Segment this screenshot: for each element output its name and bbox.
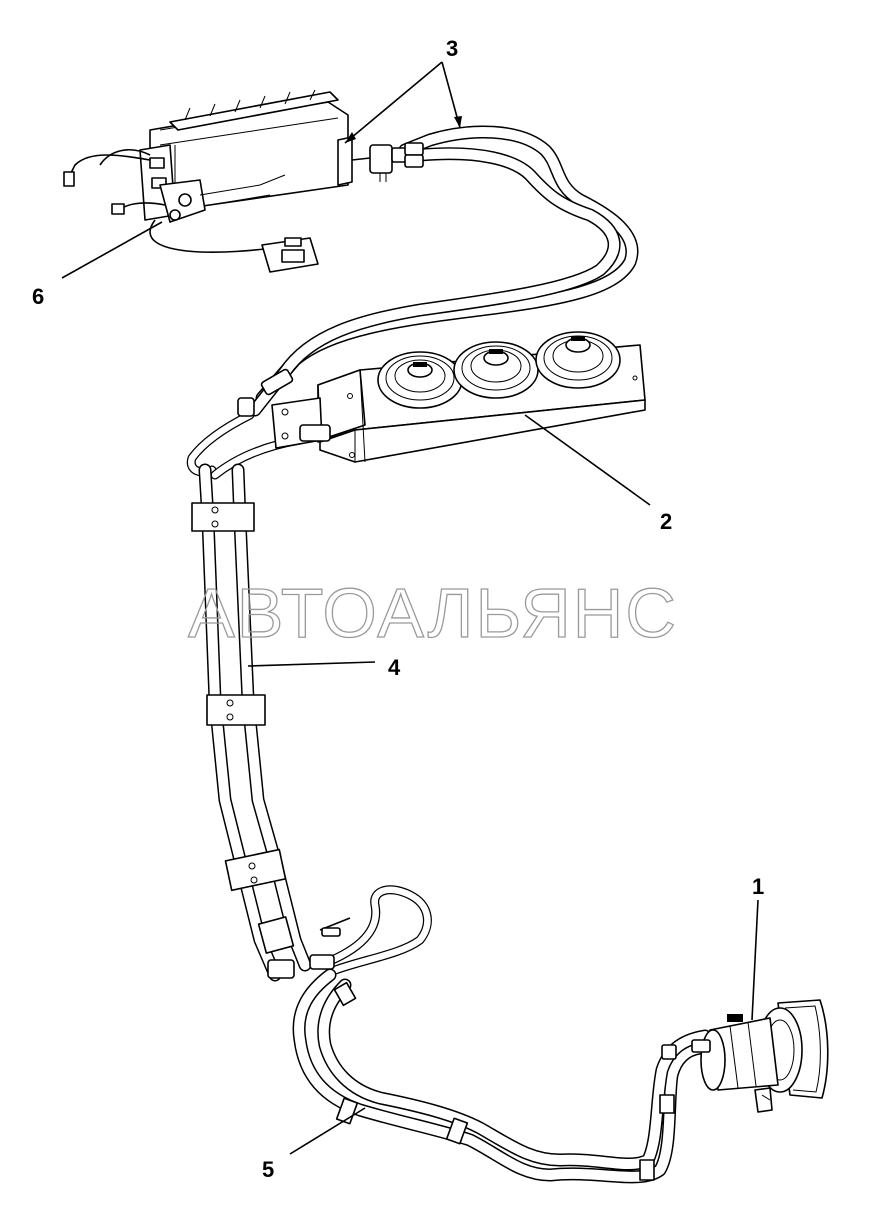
callout-2: 2	[660, 509, 672, 534]
evaporator-unit	[139, 89, 353, 223]
callout-4: 4	[388, 655, 401, 680]
callout-labels: 1 2 3 4 5 6	[32, 36, 764, 1182]
bottom-fittings	[267, 917, 351, 979]
watermark-text: АВТОАЛЬЯНС	[188, 574, 678, 652]
callout-5: 5	[262, 1157, 274, 1182]
hose-lines	[186, 125, 712, 1184]
callout-1: 1	[752, 874, 764, 899]
callout-3: 3	[446, 36, 458, 61]
condenser-unit	[237, 331, 646, 463]
leader-lines	[61, 61, 759, 1155]
evaporator-wiring	[63, 149, 319, 273]
callout-6: 6	[32, 284, 44, 309]
compressor-unit	[661, 999, 829, 1113]
top-fittings	[351, 142, 424, 182]
